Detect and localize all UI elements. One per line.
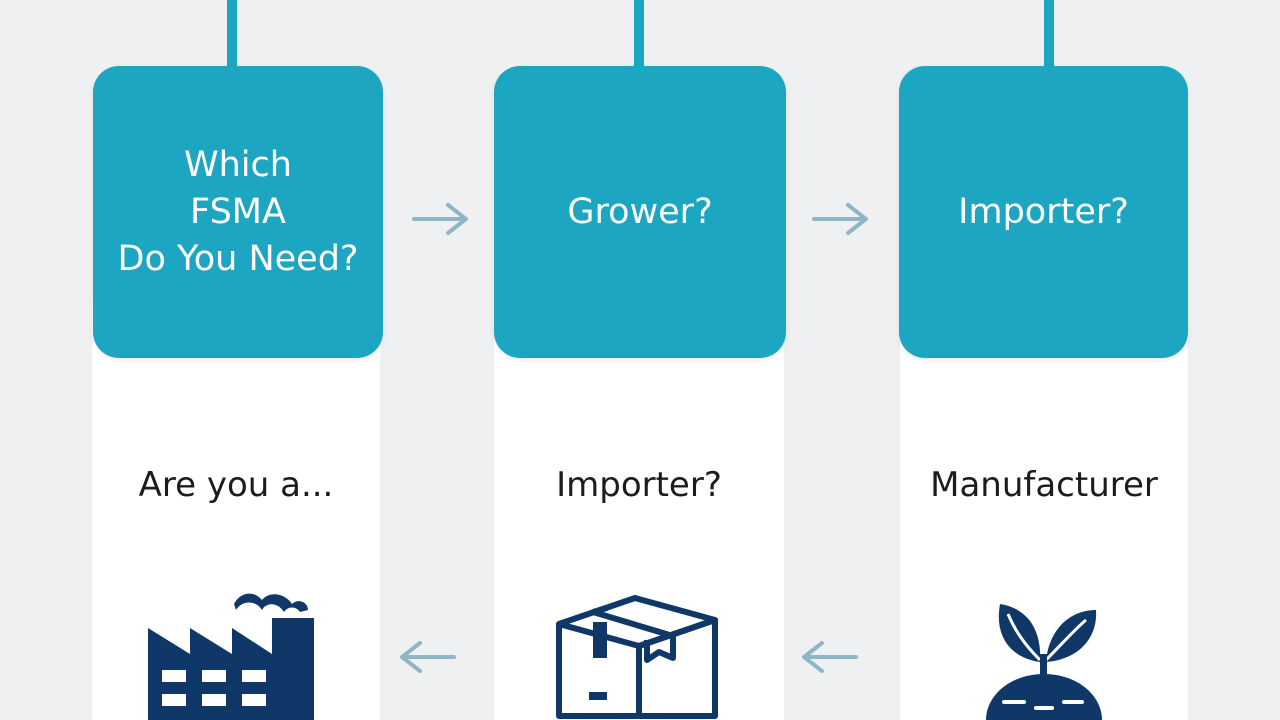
arrow-right-icon [812,203,868,235]
connector-line-1 [227,0,237,72]
box-text-line: Do You Need? [117,238,359,279]
box-icon [556,595,718,719]
box-text-line: FSMA [190,191,286,232]
box-text-line: Which [184,144,292,185]
label-manufacturer: Manufacturer [930,465,1158,505]
box-text-line: Importer? [958,191,1129,232]
arrow-left-icon [400,641,456,673]
question-box-which-fsma: Which FSMA Do You Need? [93,66,383,358]
box-text-line: Grower? [567,191,713,232]
arrow-left-icon [802,641,858,673]
connector-line-2 [634,0,644,72]
arrow-right-icon [412,203,468,235]
question-box-importer: Importer? [899,66,1188,358]
factory-icon [148,593,314,720]
question-box-grower: Grower? [494,66,786,358]
label-importer: Importer? [556,465,722,505]
plant-icon [986,604,1102,720]
label-are-you-a: Are you a... [138,465,334,505]
connector-line-3 [1044,0,1054,72]
column-panel-3 [900,300,1188,720]
